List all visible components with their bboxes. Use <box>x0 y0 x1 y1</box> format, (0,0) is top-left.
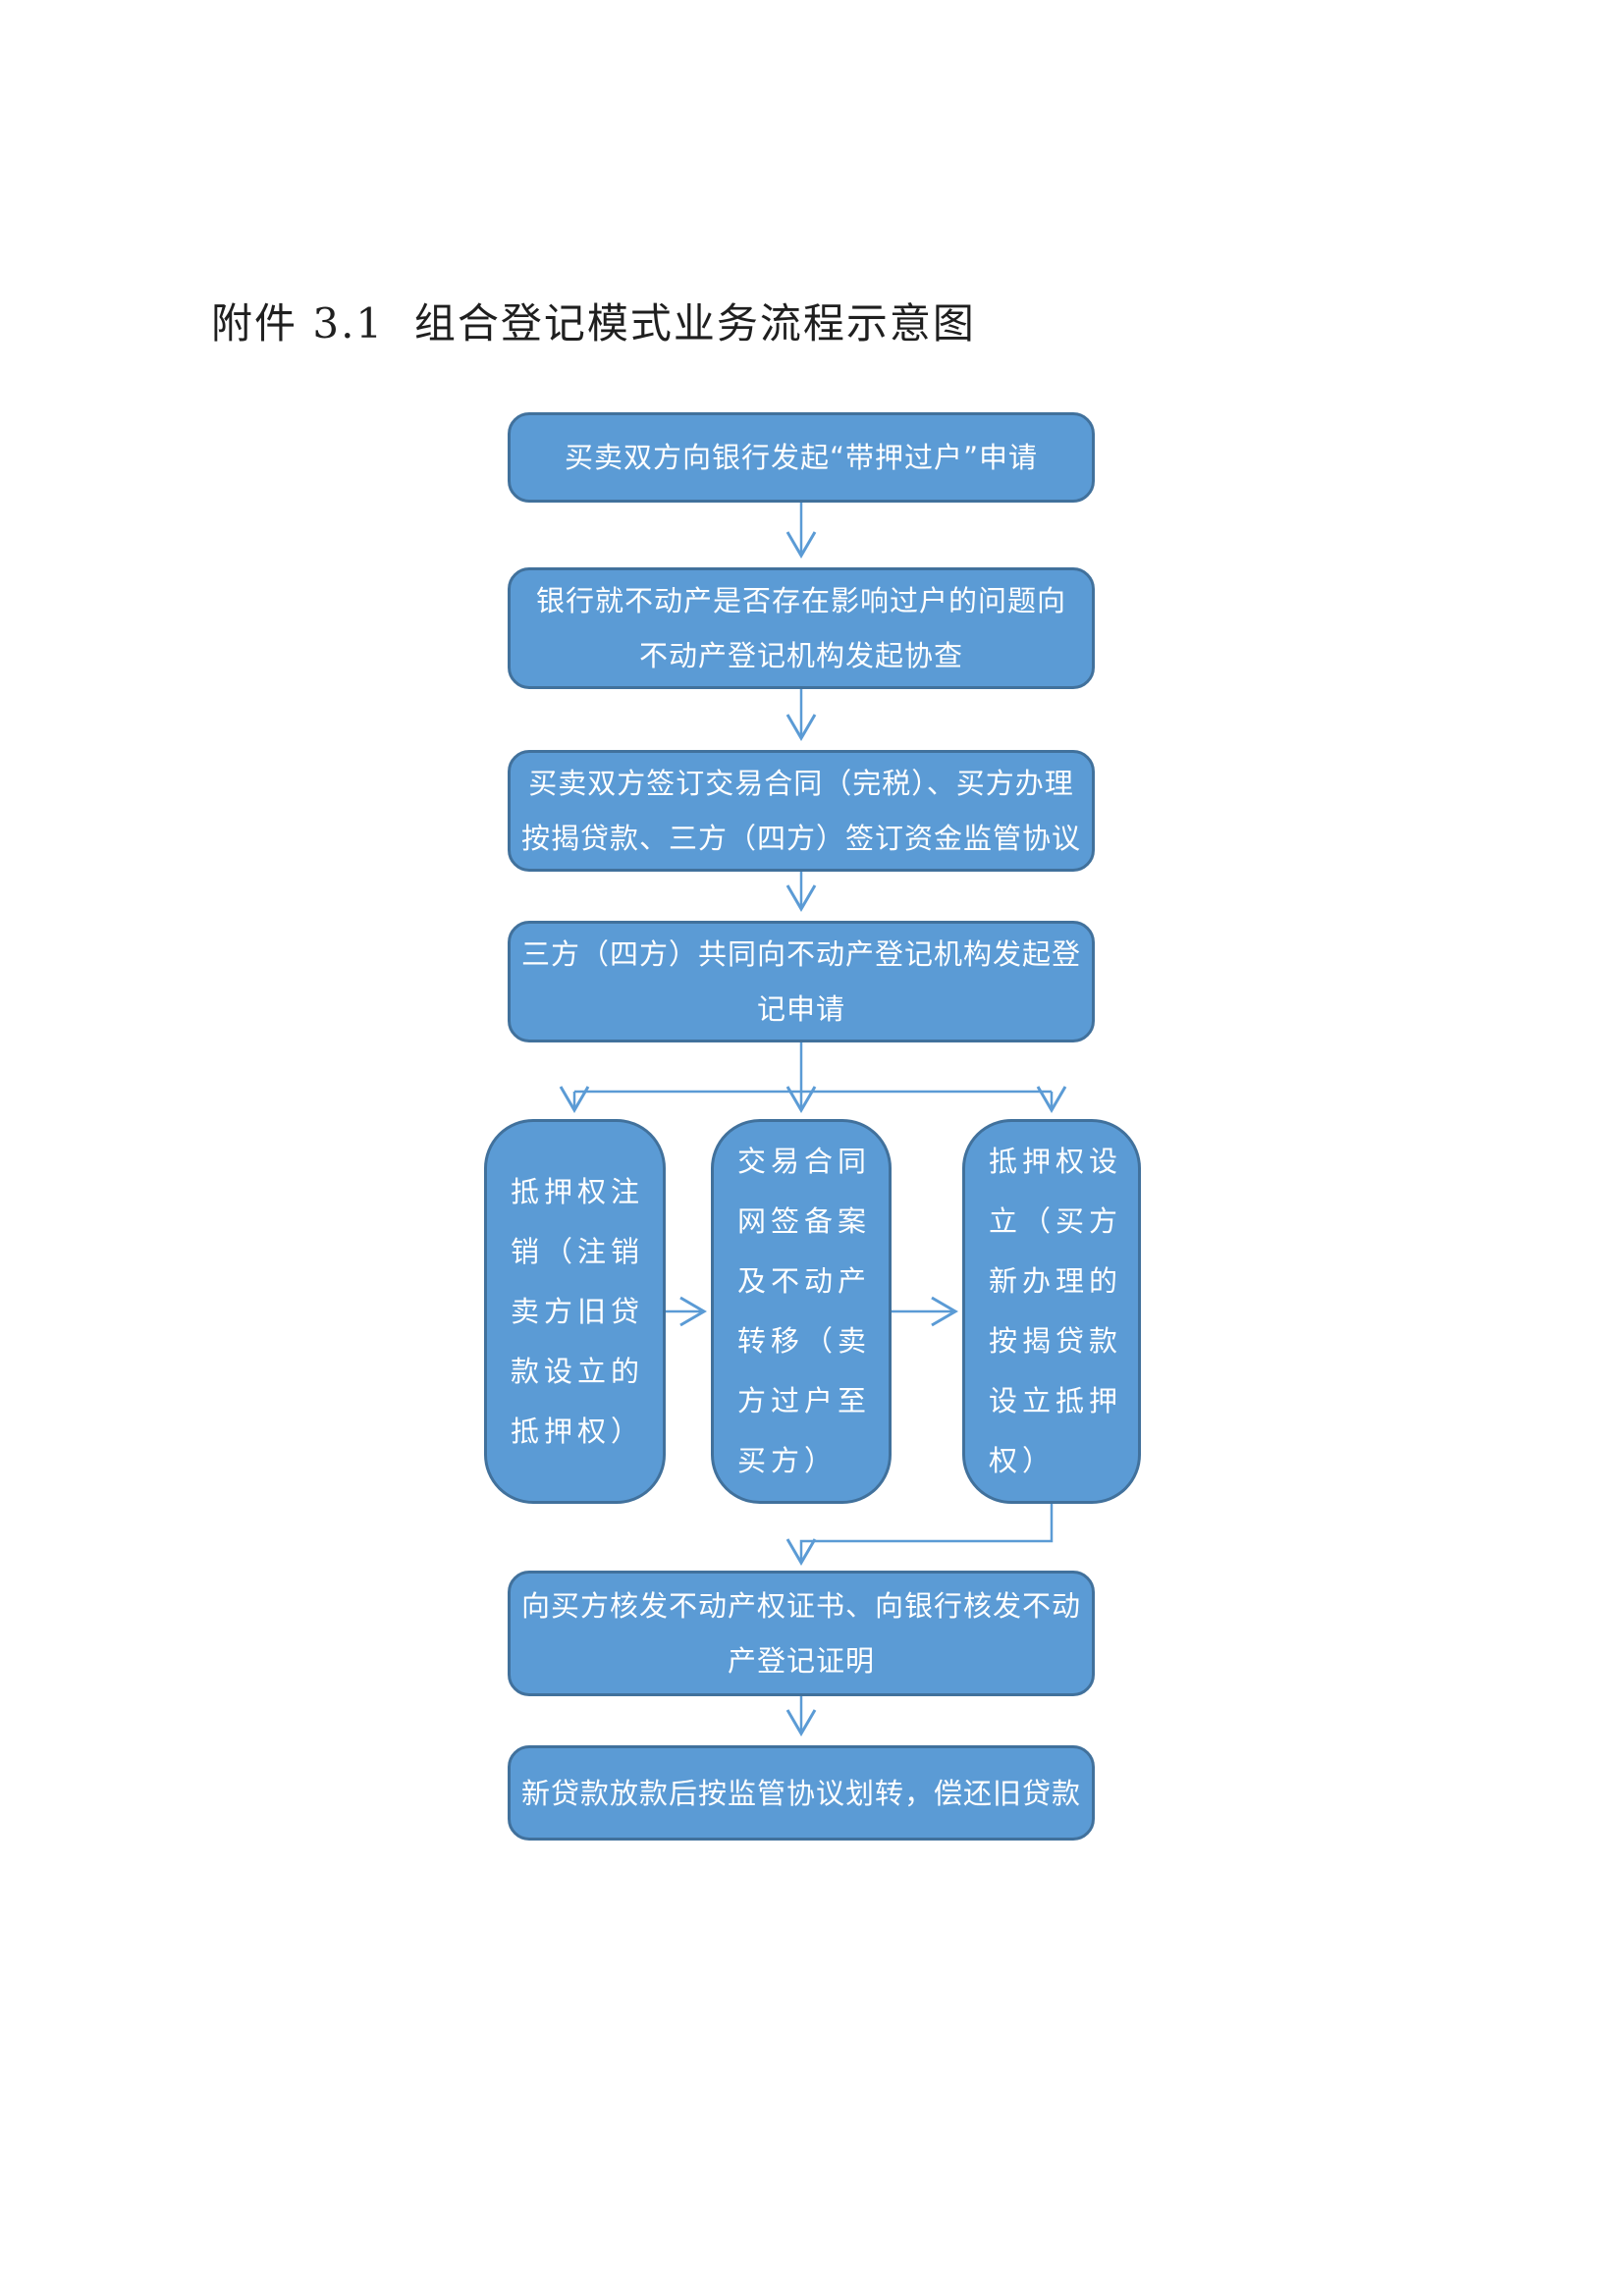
flow-node-step4-label: 三方（四方）共同向不动产登记机构发起登 记申请 <box>520 937 1081 1026</box>
flow-node-step4: 三方（四方）共同向不动产登记机构发起登 记申请 <box>508 921 1095 1042</box>
flow-node-step6: 新贷款放款后按监管协议划转，偿还旧贷款 <box>508 1745 1095 1841</box>
flow-node-step6-label: 新贷款放款后按监管协议划转，偿还旧贷款 <box>520 1776 1081 1810</box>
page-title: 附件 3.1 组合登记模式业务流程示意图 <box>211 299 976 347</box>
flow-node-step2-label: 银行就不动产是否存在影响过户的问题向 不动产登记机构发起协查 <box>535 584 1066 672</box>
flow-node-branch-left-label: 抵押权注 销（注销 卖方旧贷 款设立的 抵押权） <box>511 1174 645 1448</box>
flow-node-step5: 向买方核发不动产权证书、向银行核发不动 产登记证明 <box>508 1571 1095 1696</box>
flow-node-branch-middle-label: 交易合同 网签备案 及不动产 转移（卖 方过户至 买方） <box>737 1145 872 1477</box>
flow-node-step5-label: 向买方核发不动产权证书、向银行核发不动 产登记证明 <box>520 1589 1081 1678</box>
flow-node-step1-label: 买卖双方向银行发起“带押过户”申请 <box>564 441 1039 474</box>
flow-node-step3: 买卖双方签订交易合同（完税）、买方办理 按揭贷款、三方（四方）签订资金监管协议 <box>508 750 1095 872</box>
flow-node-branch-middle: 交易合同 网签备案 及不动产 转移（卖 方过户至 买方） <box>711 1119 892 1504</box>
flow-node-branch-right-label: 抵押权设 立（买方 新办理的 按揭贷款 设立抵押 权） <box>989 1145 1123 1477</box>
flow-node-step3-label: 买卖双方签订交易合同（完税）、买方办理 按揭贷款、三方（四方）签订资金监管协议 <box>520 767 1081 855</box>
connector-right-to-step5 <box>785 1504 1054 1566</box>
flow-node-branch-left: 抵押权注 销（注销 卖方旧贷 款设立的 抵押权） <box>484 1119 666 1504</box>
flow-node-step2: 银行就不动产是否存在影响过户的问题向 不动产登记机构发起协查 <box>508 567 1095 689</box>
flow-node-step1: 买卖双方向银行发起“带押过户”申请 <box>508 412 1095 503</box>
flow-node-branch-right: 抵押权设 立（买方 新办理的 按揭贷款 设立抵押 权） <box>962 1119 1141 1504</box>
